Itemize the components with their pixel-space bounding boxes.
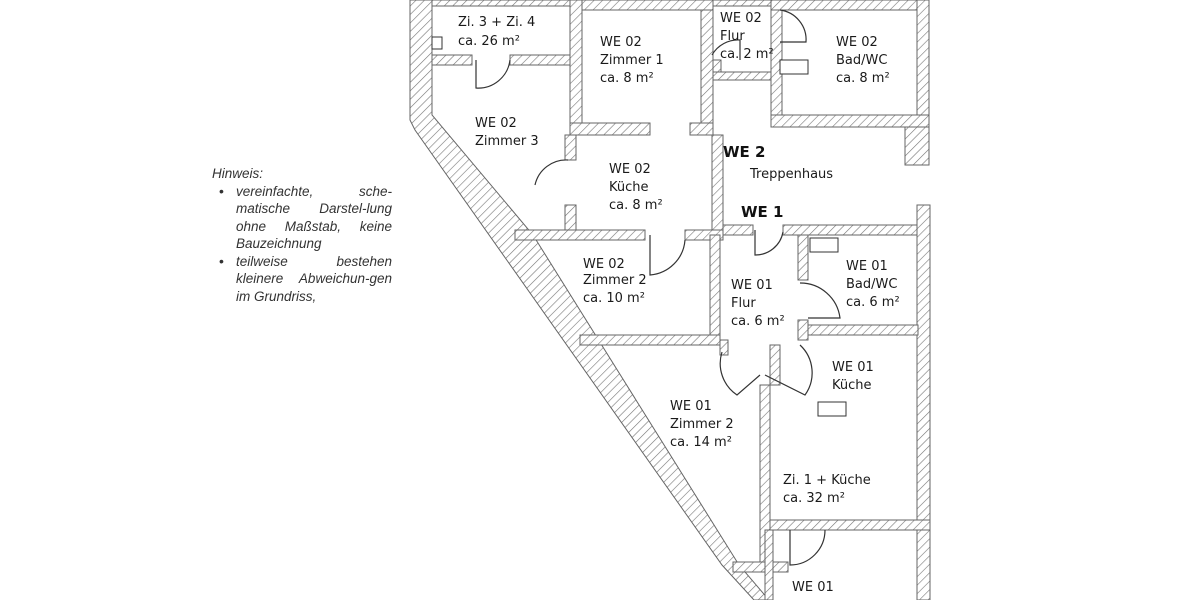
label-zimmer2-01-l1: WE 01	[670, 399, 712, 414]
label-we2: WE 2	[723, 143, 765, 161]
label-kueche01-l2: Küche	[832, 378, 872, 393]
wall-zi34-bottom-right	[509, 54, 571, 66]
label-bottom-we01: WE 01	[792, 580, 834, 595]
label-bad02-l2: Bad/WC	[836, 53, 887, 68]
door-bottom	[789, 529, 826, 566]
wall-zimmer1-left	[569, 0, 583, 136]
wall-bad02-bottom	[770, 114, 930, 128]
sink-bad01	[809, 237, 839, 253]
hint-note: Hinweis: vereinfachte, sche-matische Dar…	[212, 165, 392, 305]
sink-bad02	[779, 59, 809, 75]
door-flur01-zi2	[719, 351, 761, 396]
wall-right-upper	[916, 204, 931, 600]
fixtures	[431, 36, 847, 417]
label-zimmer2-01-l2: Zimmer 2	[670, 417, 734, 432]
wall-flur01-bottom-left	[719, 339, 729, 356]
wall-top-left	[431, 0, 573, 7]
walls	[409, 0, 931, 600]
label-kueche02-l3: ca. 8 m²	[609, 198, 663, 213]
wall-kueche02-left-top	[564, 134, 577, 161]
wall-zimmer1-right	[700, 9, 714, 136]
wall-flur-top	[712, 0, 772, 7]
wall-we01-bottom-left	[732, 561, 789, 573]
label-bad01-l2: Bad/WC	[846, 277, 897, 292]
wall-we01-top	[782, 224, 931, 236]
label-flur02-l3: ca. 2 m²	[720, 47, 774, 62]
door-flur02-right	[779, 9, 807, 43]
wall-stair-top-right	[904, 126, 930, 166]
wall-bad01-bottom	[807, 324, 919, 336]
label-flur02-l1: WE 02	[720, 11, 762, 26]
socket-zi34	[431, 36, 443, 50]
wall-we01-bottom	[769, 519, 931, 531]
hint-title: Hinweis:	[212, 166, 264, 181]
hint-list: vereinfachte, sche-matische Darstel-lung…	[212, 183, 392, 306]
door-flur02-top	[711, 39, 741, 60]
room-labels: Zi. 3 + Zi. 4 ca. 26 m² WE 02 Zimmer 1 c…	[458, 11, 900, 595]
label-zimmer1-l2: Zimmer 1	[600, 53, 664, 68]
wall-we01-kueche-left-top	[769, 344, 781, 386]
wall-zimmer1-bottom	[569, 122, 651, 136]
label-bad02-l3: ca. 8 m²	[836, 71, 890, 86]
door-stair-we01	[754, 230, 784, 256]
label-we1: WE 1	[741, 203, 783, 221]
label-zimmer2-02-l3: ca. 10 m²	[583, 291, 645, 306]
wall-zimmer1-bottom-right	[689, 122, 714, 136]
label-bad01-l3: ca. 6 m²	[846, 295, 900, 310]
door-kueche02-bottom	[649, 235, 686, 276]
label-flur02-l2: Flur	[720, 29, 745, 44]
wall-zimmer2-right	[709, 234, 721, 344]
label-flur01-l1: WE 01	[731, 278, 773, 293]
label-zimmer1-l3: ca. 8 m²	[600, 71, 654, 86]
label-bad01-l1: WE 01	[846, 259, 888, 274]
wall-flur-mid	[712, 71, 772, 81]
label-kueche02-l1: WE 02	[609, 162, 651, 177]
hint-item-simplified: vereinfachte, sche-matische Darstel-lung…	[212, 183, 392, 253]
wall-flur01-right	[797, 234, 809, 281]
wall-we01-bottom-leftcol	[764, 529, 774, 600]
door-bad01	[799, 282, 841, 319]
stove-kueche01	[817, 401, 847, 417]
outer-wall-diagonal	[409, 0, 770, 600]
label-zi1kueche-l2: ca. 32 m²	[783, 491, 845, 506]
label-zimmer1-l1: WE 02	[600, 35, 642, 50]
label-zimmer2-01-l3: ca. 14 m²	[670, 435, 732, 450]
door-zi34	[475, 59, 511, 89]
label-flur01-l3: ca. 6 m²	[731, 314, 785, 329]
label-zi34-l2: ca. 26 m²	[458, 34, 520, 49]
label-kueche02-l2: Küche	[609, 180, 649, 195]
label-treppenhaus: Treppenhaus	[749, 167, 833, 182]
door-flur01-kueche	[764, 344, 813, 396]
label-flur01-l2: Flur	[731, 296, 756, 311]
hint-item-deviations: teilweise bestehen kleinere Abweichun-ge…	[212, 253, 392, 306]
label-zimmer3-l1: WE 02	[475, 116, 517, 131]
door-zimmer3-kueche	[534, 159, 569, 186]
label-zimmer3-l2: Zimmer 3	[475, 134, 539, 149]
wall-stair-bottom-left	[722, 224, 754, 236]
wall-bad02-top	[770, 0, 930, 11]
wall-zi34-bottom-left	[431, 54, 473, 66]
label-bad02-l1: WE 02	[836, 35, 878, 50]
label-zi34-l1: Zi. 3 + Zi. 4	[458, 15, 535, 30]
wall-zimmer1-top	[569, 0, 714, 11]
label-zimmer2-02-l1: WE 02	[583, 257, 625, 272]
label-zimmer2-02-l2: Zimmer 2	[583, 273, 647, 288]
wall-flur01-right-low	[797, 319, 809, 341]
doors	[475, 9, 841, 566]
label-kueche01-l1: WE 01	[832, 360, 874, 375]
label-zi1kueche-l1: Zi. 1 + Küche	[783, 473, 871, 488]
wall-kueche02-right	[711, 134, 724, 231]
wall-kueche02-bottom-left	[514, 229, 646, 241]
wall-zimmer2-bottom	[579, 334, 721, 346]
